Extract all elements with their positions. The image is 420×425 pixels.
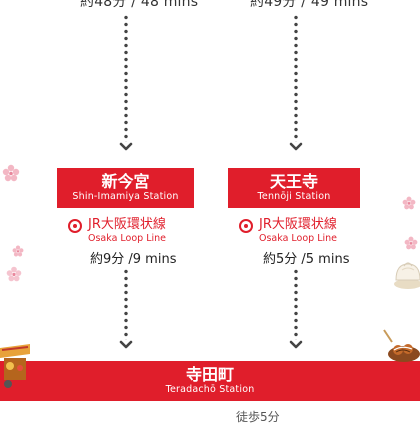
chevron-down-icon	[119, 142, 133, 151]
station-name-en: Tennōji Station	[257, 191, 331, 202]
takoyaki-icon	[383, 329, 420, 362]
ride-duration: 約9分 /9 mins	[90, 252, 177, 267]
cherry-blossom-icon	[402, 196, 416, 210]
station-name-en: Teradachō Station	[165, 384, 255, 395]
line-name-jp: JR大阪環状線	[88, 217, 166, 232]
chevron-down-icon	[289, 142, 303, 151]
line-name-jp: JR大阪環状線	[259, 217, 337, 232]
station-name-jp: 新今宮	[101, 172, 150, 191]
left-top-duration: 約48分 / 48 mins	[80, 0, 199, 10]
steamed-bun-icon	[394, 262, 420, 289]
right-top-connector	[294, 14, 298, 142]
station-name-jp: 天王寺	[269, 172, 318, 191]
station-box-tennoji: 天王寺 Tennōji Station	[228, 168, 360, 208]
train-line-icon	[68, 219, 82, 233]
right-bottom-connector	[294, 268, 298, 340]
chevron-down-icon	[289, 340, 303, 349]
left-bottom-connector	[124, 268, 128, 340]
station-name-jp: 寺田町	[185, 365, 234, 384]
line-name-en: Osaka Loop Line	[88, 233, 167, 244]
cherry-blossom-icon	[404, 236, 418, 250]
cherry-blossom-icon	[6, 266, 22, 282]
yatai-stall-icon	[0, 344, 30, 388]
left-top-connector	[124, 14, 128, 142]
station-name-en: Shin-Imamiya Station	[72, 191, 179, 202]
chevron-down-icon	[119, 340, 133, 349]
cherry-blossom-icon	[2, 164, 20, 182]
right-top-duration: 約49分 / 49 mins	[250, 0, 369, 10]
line-name-en: Osaka Loop Line	[259, 233, 338, 244]
cherry-blossom-icon	[12, 245, 24, 257]
train-line-icon	[239, 219, 253, 233]
ride-duration: 約5分 /5 mins	[263, 252, 350, 267]
walk-duration: 徒歩5分	[236, 410, 280, 424]
station-box-teradacho: 寺田町 Teradachō Station	[0, 361, 420, 401]
station-box-shin-imamiya: 新今宮 Shin-Imamiya Station	[57, 168, 194, 208]
